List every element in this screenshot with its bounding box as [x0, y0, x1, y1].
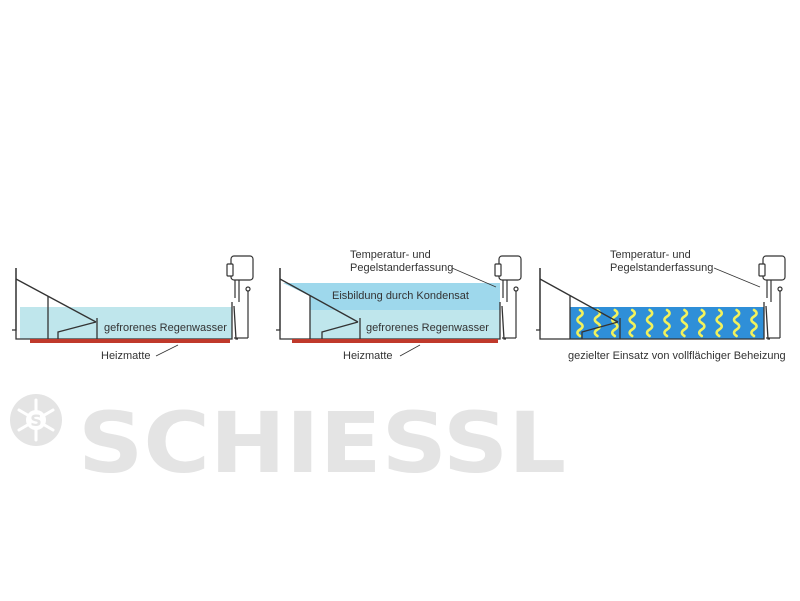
panel-1-heating-mat — [30, 339, 230, 343]
panel-1: gefrorenes Regenwasser Heizmatte — [12, 255, 254, 362]
panel-2-sensor-label-line2: Pegelstanderfassung — [350, 262, 453, 274]
panel-2-water — [310, 310, 500, 339]
panel-2-condensate-label: Eisbildung durch Kondensat — [332, 290, 469, 302]
panel-3-tank — [536, 268, 770, 340]
panel-3-heating-waves — [576, 308, 758, 338]
panel-2-sensor-icon — [494, 255, 522, 339]
panel-2-heating-mat — [292, 339, 498, 343]
panel-1-mat-leader — [155, 344, 179, 357]
panel-2-water-label: gefrorenes Regenwasser — [366, 322, 489, 334]
heating-wave — [576, 308, 584, 338]
panel-1-mat-label: Heizmatte — [101, 350, 151, 362]
panel-2-sensor-label-line1: Temperatur- und — [350, 249, 431, 261]
panel-3-sensor-label-line2: Pegelstanderfassung — [610, 262, 713, 274]
panel-1-sensor-icon — [226, 255, 254, 339]
panel-1-water — [20, 307, 232, 339]
heating-wave — [715, 308, 724, 338]
panel-3-sensor-leader — [713, 267, 761, 288]
svg-text:S: S — [30, 411, 42, 430]
heating-wave — [593, 308, 602, 338]
panel-2-sensor-leader — [451, 267, 497, 288]
panel-1-water-label: gefrorenes Regenwasser — [104, 322, 227, 334]
heating-wave — [663, 308, 671, 338]
watermark-brand: SCHIESSL — [78, 394, 566, 492]
panel-3-sensor-label-line1: Temperatur- und — [610, 249, 691, 261]
heating-wave — [697, 308, 706, 338]
panel-2-mat-leader — [399, 344, 421, 357]
heating-wave — [732, 308, 741, 338]
panel-3: Temperatur- und Pegelstanderfassung gezi… — [536, 249, 786, 362]
panel-2-mat-label: Heizmatte — [343, 350, 393, 362]
heating-wave — [750, 308, 758, 338]
heating-wave — [645, 308, 654, 338]
panel-3-sensor-icon — [758, 255, 786, 339]
heating-wave — [680, 308, 689, 338]
snowflake-s-logo-icon: S — [10, 394, 62, 446]
heating-wave — [628, 308, 637, 338]
panel-2: Temperatur- und Pegelstanderfassung Eisb… — [276, 249, 522, 362]
panel-3-heating-label: gezielter Einsatz von vollflächiger Behe… — [568, 350, 786, 362]
watermark: S SCHIESSL — [10, 394, 566, 492]
